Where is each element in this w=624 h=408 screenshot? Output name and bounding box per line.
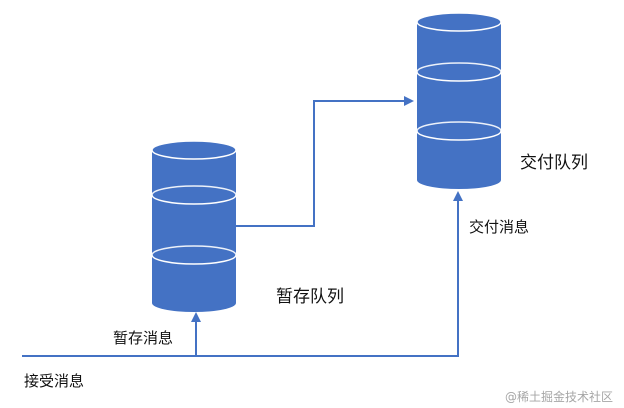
arrow-temp-to-delivery [236, 96, 414, 227]
delivery-message-label: 交付消息 [469, 218, 530, 236]
watermark: @稀土掘金技术社区 [505, 390, 614, 404]
receive-message-label: 接受消息 [24, 372, 85, 390]
delivery-queue-cylinder [416, 12, 502, 189]
temp-queue-cylinder [151, 140, 237, 312]
delivery-queue-label: 交付队列 [520, 153, 588, 173]
temp-queue-label: 暂存队列 [276, 287, 344, 307]
temp-message-label: 暂存消息 [113, 329, 174, 347]
arrow-to-delivery-queue [196, 191, 463, 357]
